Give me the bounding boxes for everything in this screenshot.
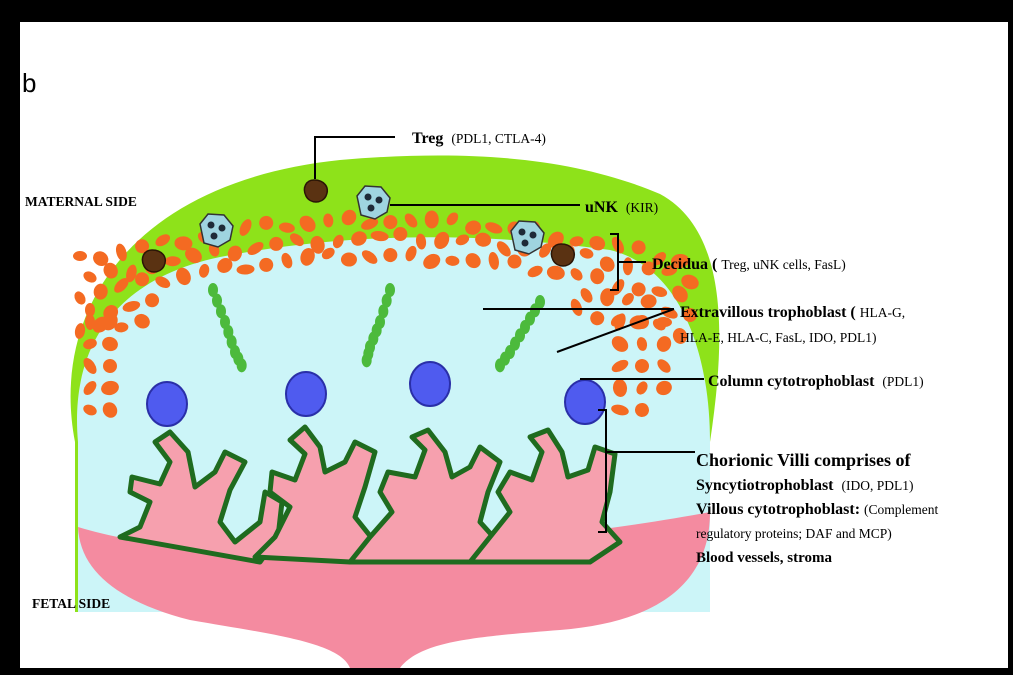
unk-label-name: uNK <box>585 199 618 216</box>
evt-label-name: Extravillous trophoblast ( <box>680 304 856 321</box>
placenta-diagram: b <box>20 22 1008 668</box>
evt-label-detail: HLA-G, <box>860 305 905 320</box>
decidua-label-name: Decidua ( <box>652 256 717 273</box>
villous-cyto-detail: (Complement <box>864 502 938 517</box>
column-cyto-2 <box>286 372 326 416</box>
villi-title: Chorionic Villi comprises of <box>696 450 911 470</box>
treg-cell-2 <box>142 250 165 272</box>
decidua-label-detail: Treg, uNK cells, FasL) <box>721 257 845 272</box>
treg-label-detail: (PDL1, CTLA-4) <box>451 131 546 146</box>
maternal-side-label: MATERNAL SIDE <box>25 194 137 209</box>
decidual-cell <box>73 251 87 261</box>
column-cyto-3 <box>410 362 450 406</box>
evt-label: Extravillous trophoblast ( HLA-G, <box>680 304 905 321</box>
villous-cyto-name: Villous cytotrophoblast: <box>696 501 860 518</box>
syncytio-label: Syncytiotrophoblast (IDO, PDL1) <box>696 477 914 494</box>
panel-letter: b <box>22 68 36 98</box>
evt-cell <box>362 353 372 367</box>
treg-label-name: Treg <box>412 130 443 147</box>
fetal-side-label: FETAL SIDE <box>32 596 110 611</box>
treg-cell-1 <box>304 180 327 202</box>
column-label: Column cytotrophoblast (PDL1) <box>708 373 924 390</box>
column-cyto-1 <box>147 382 187 426</box>
syncytio-name: Syncytiotrophoblast <box>696 477 834 494</box>
villous-cyto-line2: regulatory proteins; DAF and MCP) <box>696 526 892 541</box>
evt-cell <box>495 358 505 372</box>
villous-cyto-label: Villous cytotrophoblast: (Complement <box>696 501 939 518</box>
treg-label: Treg (PDL1, CTLA-4) <box>412 130 546 147</box>
column-label-name: Column cytotrophoblast <box>708 373 875 390</box>
syncytio-detail: (IDO, PDL1) <box>842 478 914 493</box>
blood-vessels-label: Blood vessels, stroma <box>696 550 832 566</box>
evt-cell <box>237 358 247 372</box>
decidual-cell <box>72 289 88 306</box>
unk-label-detail: (KIR) <box>626 200 658 215</box>
evt-label-line2: HLA-E, HLA-C, FasL, IDO, PDL1) <box>680 330 876 345</box>
column-cyto-4 <box>565 380 605 424</box>
column-label-detail: (PDL1) <box>882 374 923 389</box>
decidua-label: Decidua ( Treg, uNK cells, FasL) <box>652 256 846 273</box>
treg-cell-3 <box>551 244 574 266</box>
decidual-cell <box>81 269 98 285</box>
figure-canvas: b <box>20 22 1008 668</box>
unk-label: uNK (KIR) <box>585 199 658 216</box>
